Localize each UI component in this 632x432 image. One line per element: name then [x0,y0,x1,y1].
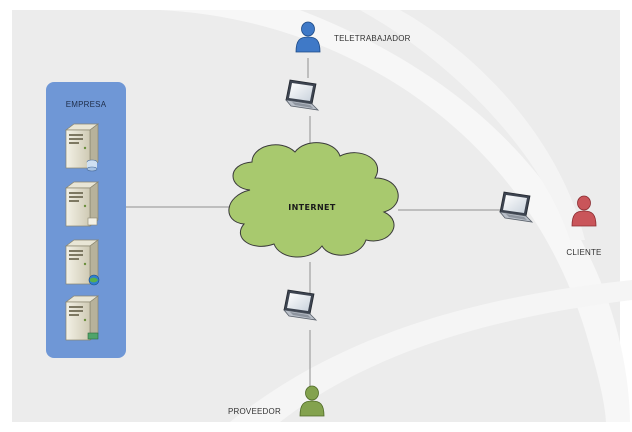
laptop-icon [285,79,319,111]
server-db-icon [65,123,99,172]
proveedor-label: PROVEEDOR [228,407,281,416]
empresa-label: EMPRESA [66,100,107,109]
cloud-icon: INTERNET [228,142,399,258]
decorative-swoosh [160,10,630,422]
decorative-swoosh [360,10,585,240]
cloud-label: INTERNET [288,203,336,212]
server-icon [65,181,99,227]
empresa-panel: EMPRESA [46,82,126,358]
teletrabajador-label: TELETRABAJADOR [334,34,411,43]
laptop-icon [283,289,317,321]
decorative-swoosh [230,280,632,422]
laptop-icon [499,191,533,223]
cliente-label: CLIENTE [566,248,601,257]
server-globe-icon [65,239,100,286]
server-net-icon [65,295,99,341]
